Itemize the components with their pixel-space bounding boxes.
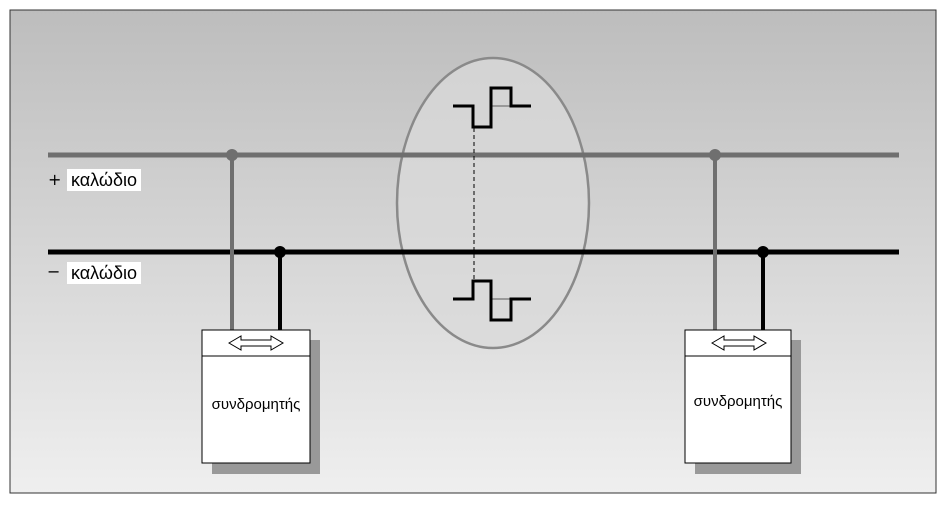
right-plus-junction	[709, 149, 721, 161]
bidirectional-arrow-icon	[711, 335, 767, 351]
right-device-label: συνδρομητής	[693, 393, 783, 410]
signal-ellipse	[395, 56, 591, 350]
minus-sign: −	[47, 262, 61, 281]
left-plus-junction	[226, 149, 238, 161]
plus-sign: +	[48, 170, 62, 189]
minus-wire-label: καλώδιο	[67, 262, 141, 284]
minus-signal-waveform	[453, 279, 531, 322]
plus-wire-label: καλώδιο	[67, 169, 141, 191]
bidirectional-arrow-icon	[228, 335, 284, 351]
device-body	[684, 329, 792, 464]
device-body	[201, 329, 311, 464]
left-device-label: συνδρομητής	[211, 396, 301, 413]
plus-signal-waveform	[453, 86, 531, 129]
left-subscriber-device	[201, 329, 320, 474]
right-minus-junction	[757, 246, 769, 258]
left-minus-junction	[274, 246, 286, 258]
right-subscriber-device	[684, 329, 801, 474]
